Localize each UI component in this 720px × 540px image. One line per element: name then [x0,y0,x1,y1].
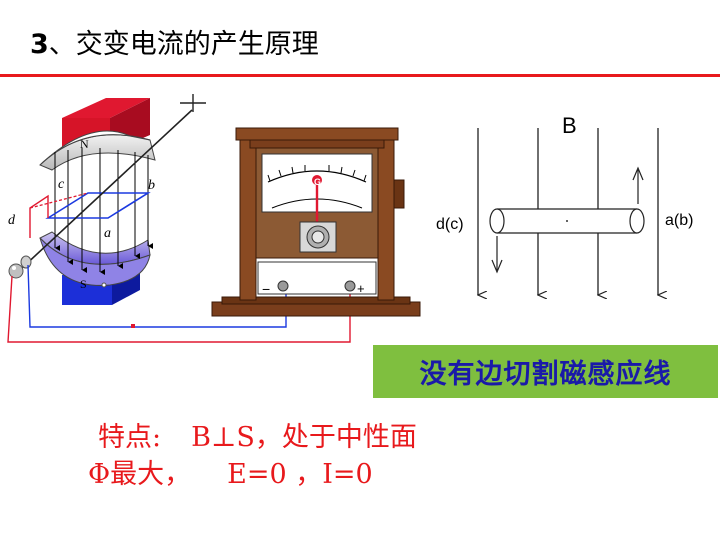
conductor-left-label: d(c) [436,216,464,233]
title-number: 3 [30,29,49,60]
title-rule [0,74,720,77]
coil-label-c: c [58,177,65,192]
coil-label-b: b [148,178,155,193]
coil-label-a: a [104,226,111,241]
field-diagram: B d(c) a(b) [436,113,693,295]
galvanometer-label: G [314,177,321,187]
north-pole-label: N [80,137,89,151]
terminal-minus: − [262,281,270,297]
coil-label-d: d [8,213,16,228]
galvanometer: G − + [211,127,421,317]
feature-condition: B⊥S，处于中性面 [191,422,417,453]
feature-label: 特点: [98,422,162,453]
south-pole-label: S [80,277,87,291]
figure: N S c b d a [7,94,693,343]
conductor-right-label: a(b) [665,212,693,229]
feature-line-1: 特点: B⊥S，处于中性面 [98,415,417,454]
conclusion-text: 没有边切割磁感应线 [419,359,672,390]
feature-phi: Φ最大， [88,459,192,490]
terminal-plus: + [357,281,365,296]
title-text: 、交变电流的产生原理 [48,29,319,60]
slide-title: 3、交变电流的产生原理 [30,22,319,61]
field-label-b: B [562,113,577,138]
generator-diagram: N S c b d a [7,94,351,343]
feature-emf-current: E=0 ，I=0 [227,459,373,490]
conclusion-banner: 没有边切割磁感应线 [373,345,718,398]
feature-line-2: Φ最大， E=0 ，I=0 [88,452,373,491]
